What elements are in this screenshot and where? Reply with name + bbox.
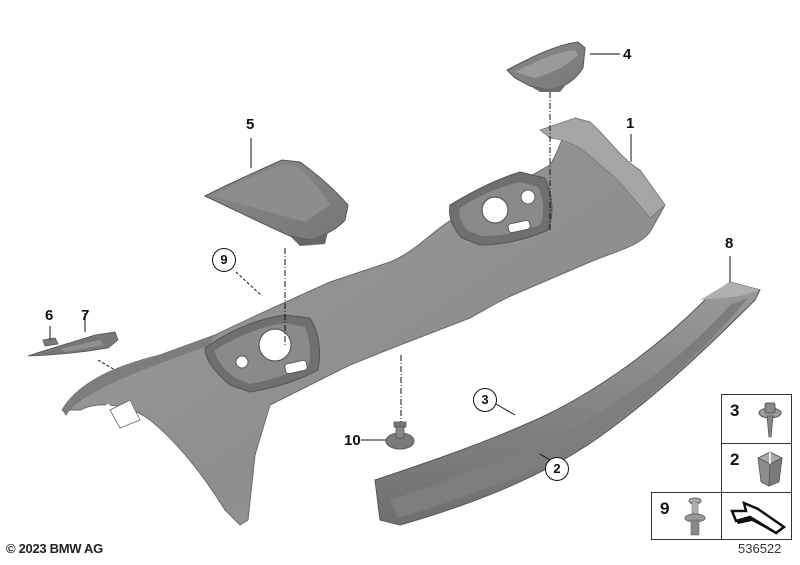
- callout-3: 3: [473, 388, 497, 412]
- callout-6: 6: [45, 307, 54, 324]
- speaker-cover-part-4: [506, 41, 586, 92]
- expanding-rivet-icon: [684, 497, 706, 536]
- speaker-cover-part-5: [203, 159, 349, 246]
- legend-label-9: 9: [660, 499, 670, 518]
- legend-cell-2: 2: [721, 443, 792, 493]
- trim-strip-part-7: [27, 331, 119, 357]
- diagram-number: 536522: [738, 541, 782, 556]
- callout-9: 9: [212, 248, 236, 272]
- legend-label-2: 2: [730, 450, 740, 469]
- clip-part-6: [42, 337, 59, 347]
- callout-5: 5: [246, 116, 255, 133]
- leader-lines: [49, 53, 731, 464]
- parcel-shelf-part-1: [61, 117, 666, 526]
- screw-with-washer-icon: [758, 402, 782, 438]
- bracket-profile-icon: [730, 500, 787, 535]
- callout-2: 2: [545, 457, 569, 481]
- legend-cell-9: 9: [651, 492, 722, 540]
- callout-10: 10: [344, 432, 361, 449]
- callout-1: 1: [626, 115, 635, 132]
- copyright-text: © 2023 BMW AG: [6, 541, 103, 556]
- mounting-pad-part-10: [385, 421, 415, 450]
- callout-8: 8: [725, 235, 734, 252]
- legend-label-3: 3: [730, 401, 740, 420]
- callout-4: 4: [623, 46, 632, 63]
- callout-7: 7: [81, 307, 90, 324]
- square-clip-nut-icon: [757, 451, 783, 487]
- trim-strip-part-8: [374, 281, 761, 526]
- legend-cell-3: 3: [721, 394, 792, 444]
- legend-cell-bracket: [721, 492, 792, 540]
